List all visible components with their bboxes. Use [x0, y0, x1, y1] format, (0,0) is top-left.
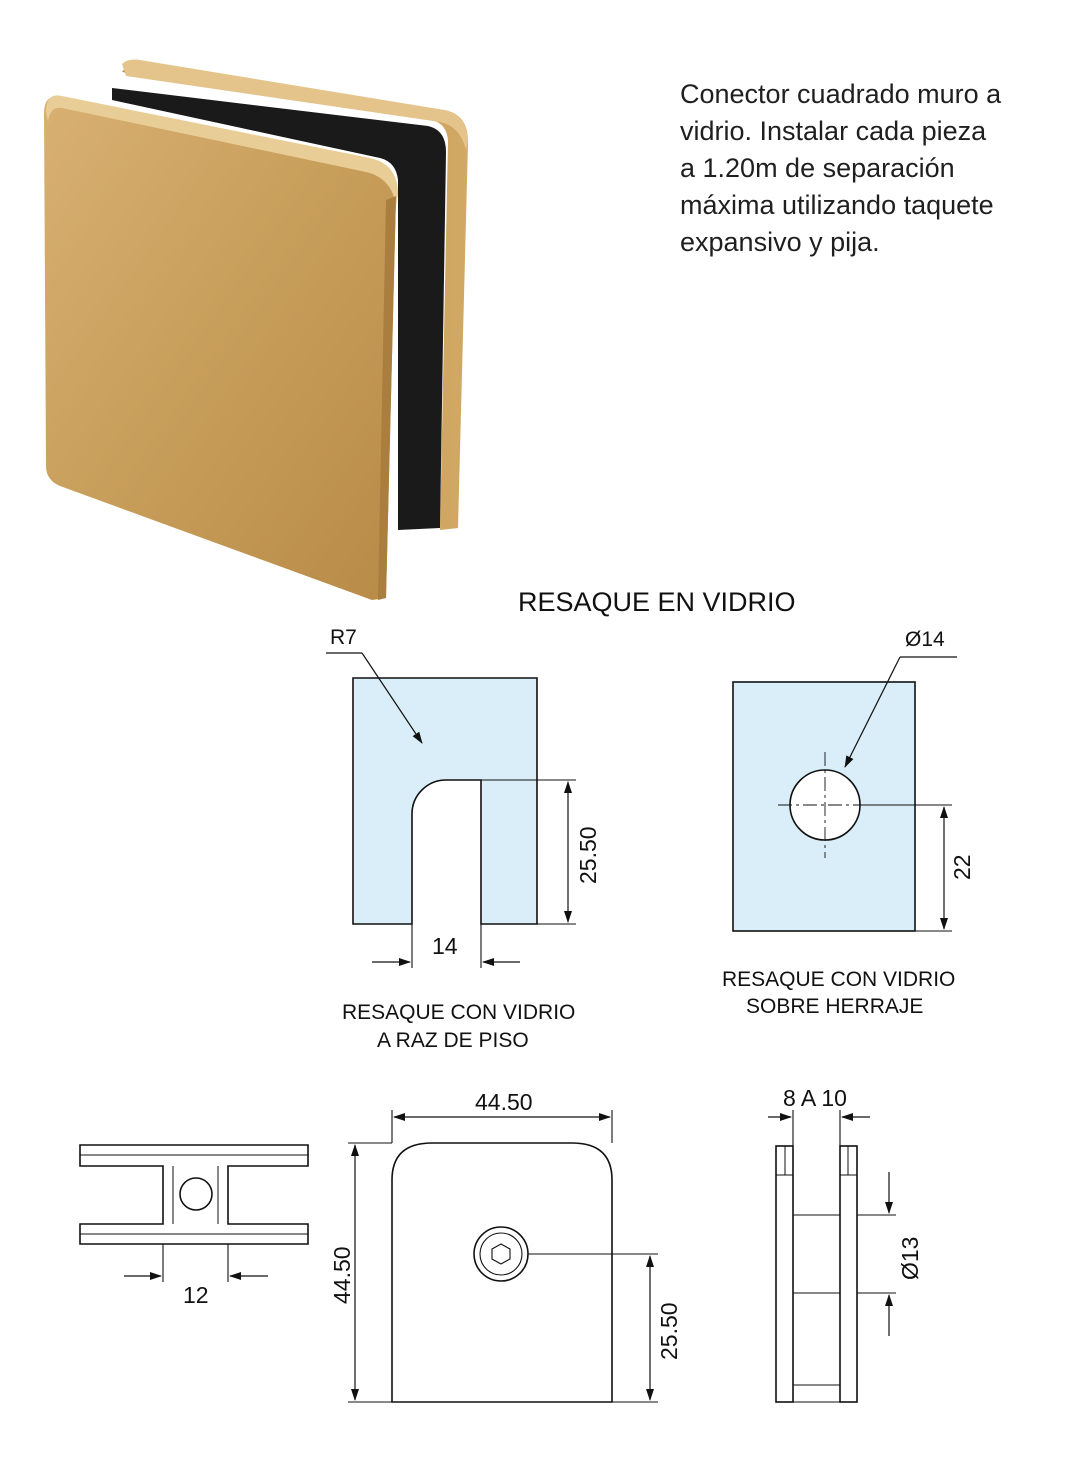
floor-cut-caption: RESAQUE CON VIDRIO — [342, 1001, 575, 1024]
description-line: Conector cuadrado muro a — [680, 79, 1002, 109]
hole-height-dim: 22 — [949, 854, 975, 880]
description-line: expansivo y pija. — [680, 227, 880, 257]
side-view-drawing — [768, 1110, 896, 1403]
top-view-hole — [179, 1177, 213, 1211]
rubber-gasket — [112, 88, 446, 530]
front-hole-height-dim: 25.50 — [656, 1302, 682, 1360]
description-line: a 1.20m de separación — [680, 153, 955, 183]
glass-panel-slot — [352, 677, 538, 925]
description-line: máxima utilizando taquete — [680, 190, 994, 220]
r7-label: R7 — [330, 626, 357, 649]
side-plate-left — [775, 1145, 794, 1403]
top-view-profile — [79, 1144, 309, 1245]
front-plate-side — [378, 196, 396, 600]
screw-cap-outer — [473, 1226, 529, 1282]
diameter-leader — [844, 656, 901, 768]
front-plate-edge — [46, 95, 398, 206]
front-width-dim: 44.50 — [475, 1089, 533, 1115]
top-view-drawing — [79, 1144, 309, 1282]
floor-cut-caption: A RAZ DE PISO — [377, 1029, 529, 1052]
slot-height-dim: 25.50 — [575, 826, 601, 884]
r7-leader — [361, 652, 423, 744]
floor-cut-diagram: R7 25.50 14 RESAQUE CON VIDRIO A RAZ DE … — [326, 626, 601, 1052]
description-line: vidrio. Instalar cada pieza — [680, 116, 987, 146]
front-view-plate — [391, 1142, 613, 1403]
front-view-drawing — [348, 1110, 658, 1403]
diameter-label: Ø14 — [905, 628, 945, 651]
screw-cap-inner — [479, 1232, 523, 1276]
product-photo — [44, 59, 468, 600]
gap-dim: 12 — [183, 1282, 209, 1308]
back-plate-edge — [122, 59, 468, 150]
hardware-cut-caption: RESAQUE CON VIDRIO — [722, 968, 955, 991]
bore-diameter-dim: Ø13 — [897, 1237, 923, 1280]
hardware-cut-diagram: Ø14 22 RESAQUE CON VIDRIO SOBRE HERRAJE — [722, 628, 975, 1018]
hex-socket-icon — [491, 1243, 511, 1265]
slot-width-dim: 14 — [432, 933, 458, 959]
side-plate-right — [839, 1145, 858, 1403]
product-description: Conector cuadrado muro a vidrio. Instala… — [680, 76, 1040, 261]
section-title: RESAQUE EN VIDRIO — [518, 587, 796, 617]
front-plate — [44, 97, 396, 600]
hardware-cut-caption: SOBRE HERRAJE — [746, 995, 923, 1018]
glass-thickness-dim: 8 A 10 — [783, 1085, 847, 1111]
front-height-dim: 44.50 — [329, 1246, 355, 1304]
